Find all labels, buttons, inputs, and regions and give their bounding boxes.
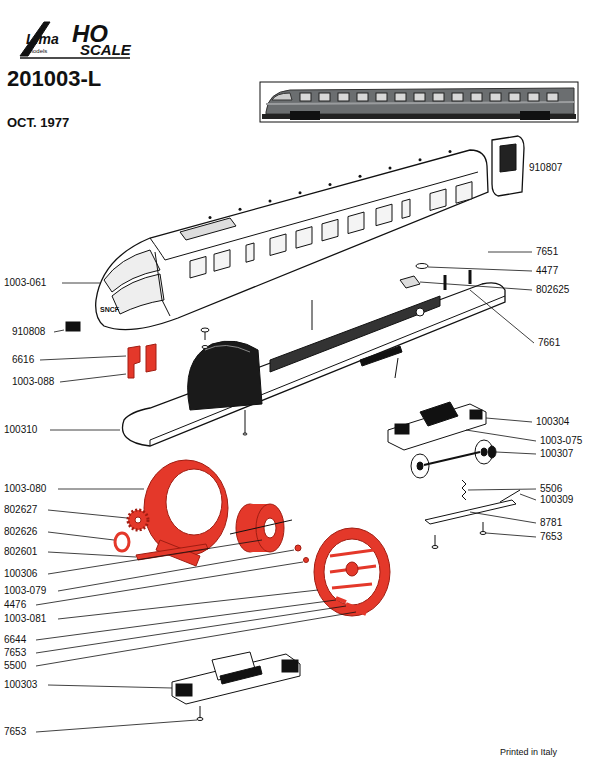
leader-line (36, 168, 536, 732)
scale-mark: SCALE (80, 42, 131, 57)
roof-vent (329, 183, 332, 186)
callout-number: 100304 (536, 417, 569, 427)
callout-number: 6616 (12, 355, 34, 365)
callout-number: 1003-088 (12, 377, 54, 387)
callout-number: 100310 (4, 425, 37, 435)
window (402, 199, 410, 218)
window (322, 219, 338, 240)
roof-vent (359, 175, 362, 178)
trailer-bogie (388, 402, 520, 524)
callout-number: 910807 (529, 163, 562, 173)
printer-note: Printed in Italy (500, 748, 557, 757)
window (190, 256, 206, 277)
window (430, 189, 446, 210)
rule (20, 57, 130, 59)
roof-vent (449, 150, 452, 153)
window (547, 93, 558, 101)
livery-text: SNCF (100, 306, 119, 313)
roof-vent (269, 200, 272, 203)
callout-number: 7661 (538, 338, 560, 348)
callout-number: 802626 (4, 527, 37, 537)
roof-vent (389, 167, 392, 170)
callout-number: 1003-079 (4, 586, 46, 596)
window (338, 93, 349, 101)
roof-vent (419, 158, 422, 161)
callout-number: 100307 (540, 449, 573, 459)
logo-text: Lima (26, 32, 59, 46)
window (528, 93, 539, 101)
callout-number: 7651 (536, 247, 558, 257)
callout-number: 1003-080 (4, 484, 46, 494)
callout-number: 6644 (4, 635, 26, 645)
window (376, 204, 392, 225)
callout-number: 4477 (536, 266, 558, 276)
callout-number: 8781 (540, 518, 562, 528)
window (214, 250, 230, 271)
window (296, 227, 312, 248)
callout-number: 7653 (540, 532, 562, 542)
callout-number: 100306 (4, 569, 37, 579)
window (348, 212, 364, 233)
callout-number: 802627 (4, 505, 37, 515)
motor-bogie (172, 652, 300, 704)
motor-parts (115, 460, 390, 616)
callout-number: 5500 (4, 661, 26, 671)
callout-number: 100303 (4, 680, 37, 690)
callout-number: 4476 (4, 600, 26, 610)
window (376, 93, 387, 101)
window (319, 93, 330, 101)
end-cap (492, 136, 524, 196)
callout-number: 802625 (536, 285, 569, 295)
callout-number: 1003-075 (540, 436, 582, 446)
lamp-part (146, 344, 156, 372)
date: OCT. 1977 (7, 116, 69, 129)
window (414, 93, 425, 101)
callout-number: 802601 (4, 547, 37, 557)
window (471, 93, 482, 101)
callout-number: 7653 (4, 648, 26, 658)
window (509, 93, 520, 101)
window (246, 243, 254, 262)
window (270, 234, 286, 255)
callout-number: 7653 (4, 727, 26, 737)
callout-number: 910808 (12, 327, 45, 337)
chassis (122, 270, 505, 446)
washer (416, 264, 428, 269)
logo-text: models (28, 48, 47, 54)
railcar-photo (260, 82, 578, 122)
roof-vent (299, 191, 302, 194)
window (452, 93, 463, 101)
callout-number: 100309 (540, 495, 573, 505)
title: 201003-L (7, 68, 101, 90)
contact-plate (400, 276, 420, 288)
window (433, 93, 444, 101)
callout-number: 5506 (540, 484, 562, 494)
screw (197, 328, 486, 721)
window (300, 93, 311, 101)
end-cap (500, 144, 516, 172)
window (357, 93, 368, 101)
window (456, 182, 472, 203)
window (490, 93, 501, 101)
roof-vent (209, 216, 212, 219)
callout-number: 1003-081 (4, 614, 46, 624)
window (395, 93, 406, 101)
lamp-part (128, 346, 140, 378)
coupler (66, 322, 80, 331)
roof-vent (239, 208, 242, 211)
callout-number: 1003-061 (4, 278, 46, 288)
